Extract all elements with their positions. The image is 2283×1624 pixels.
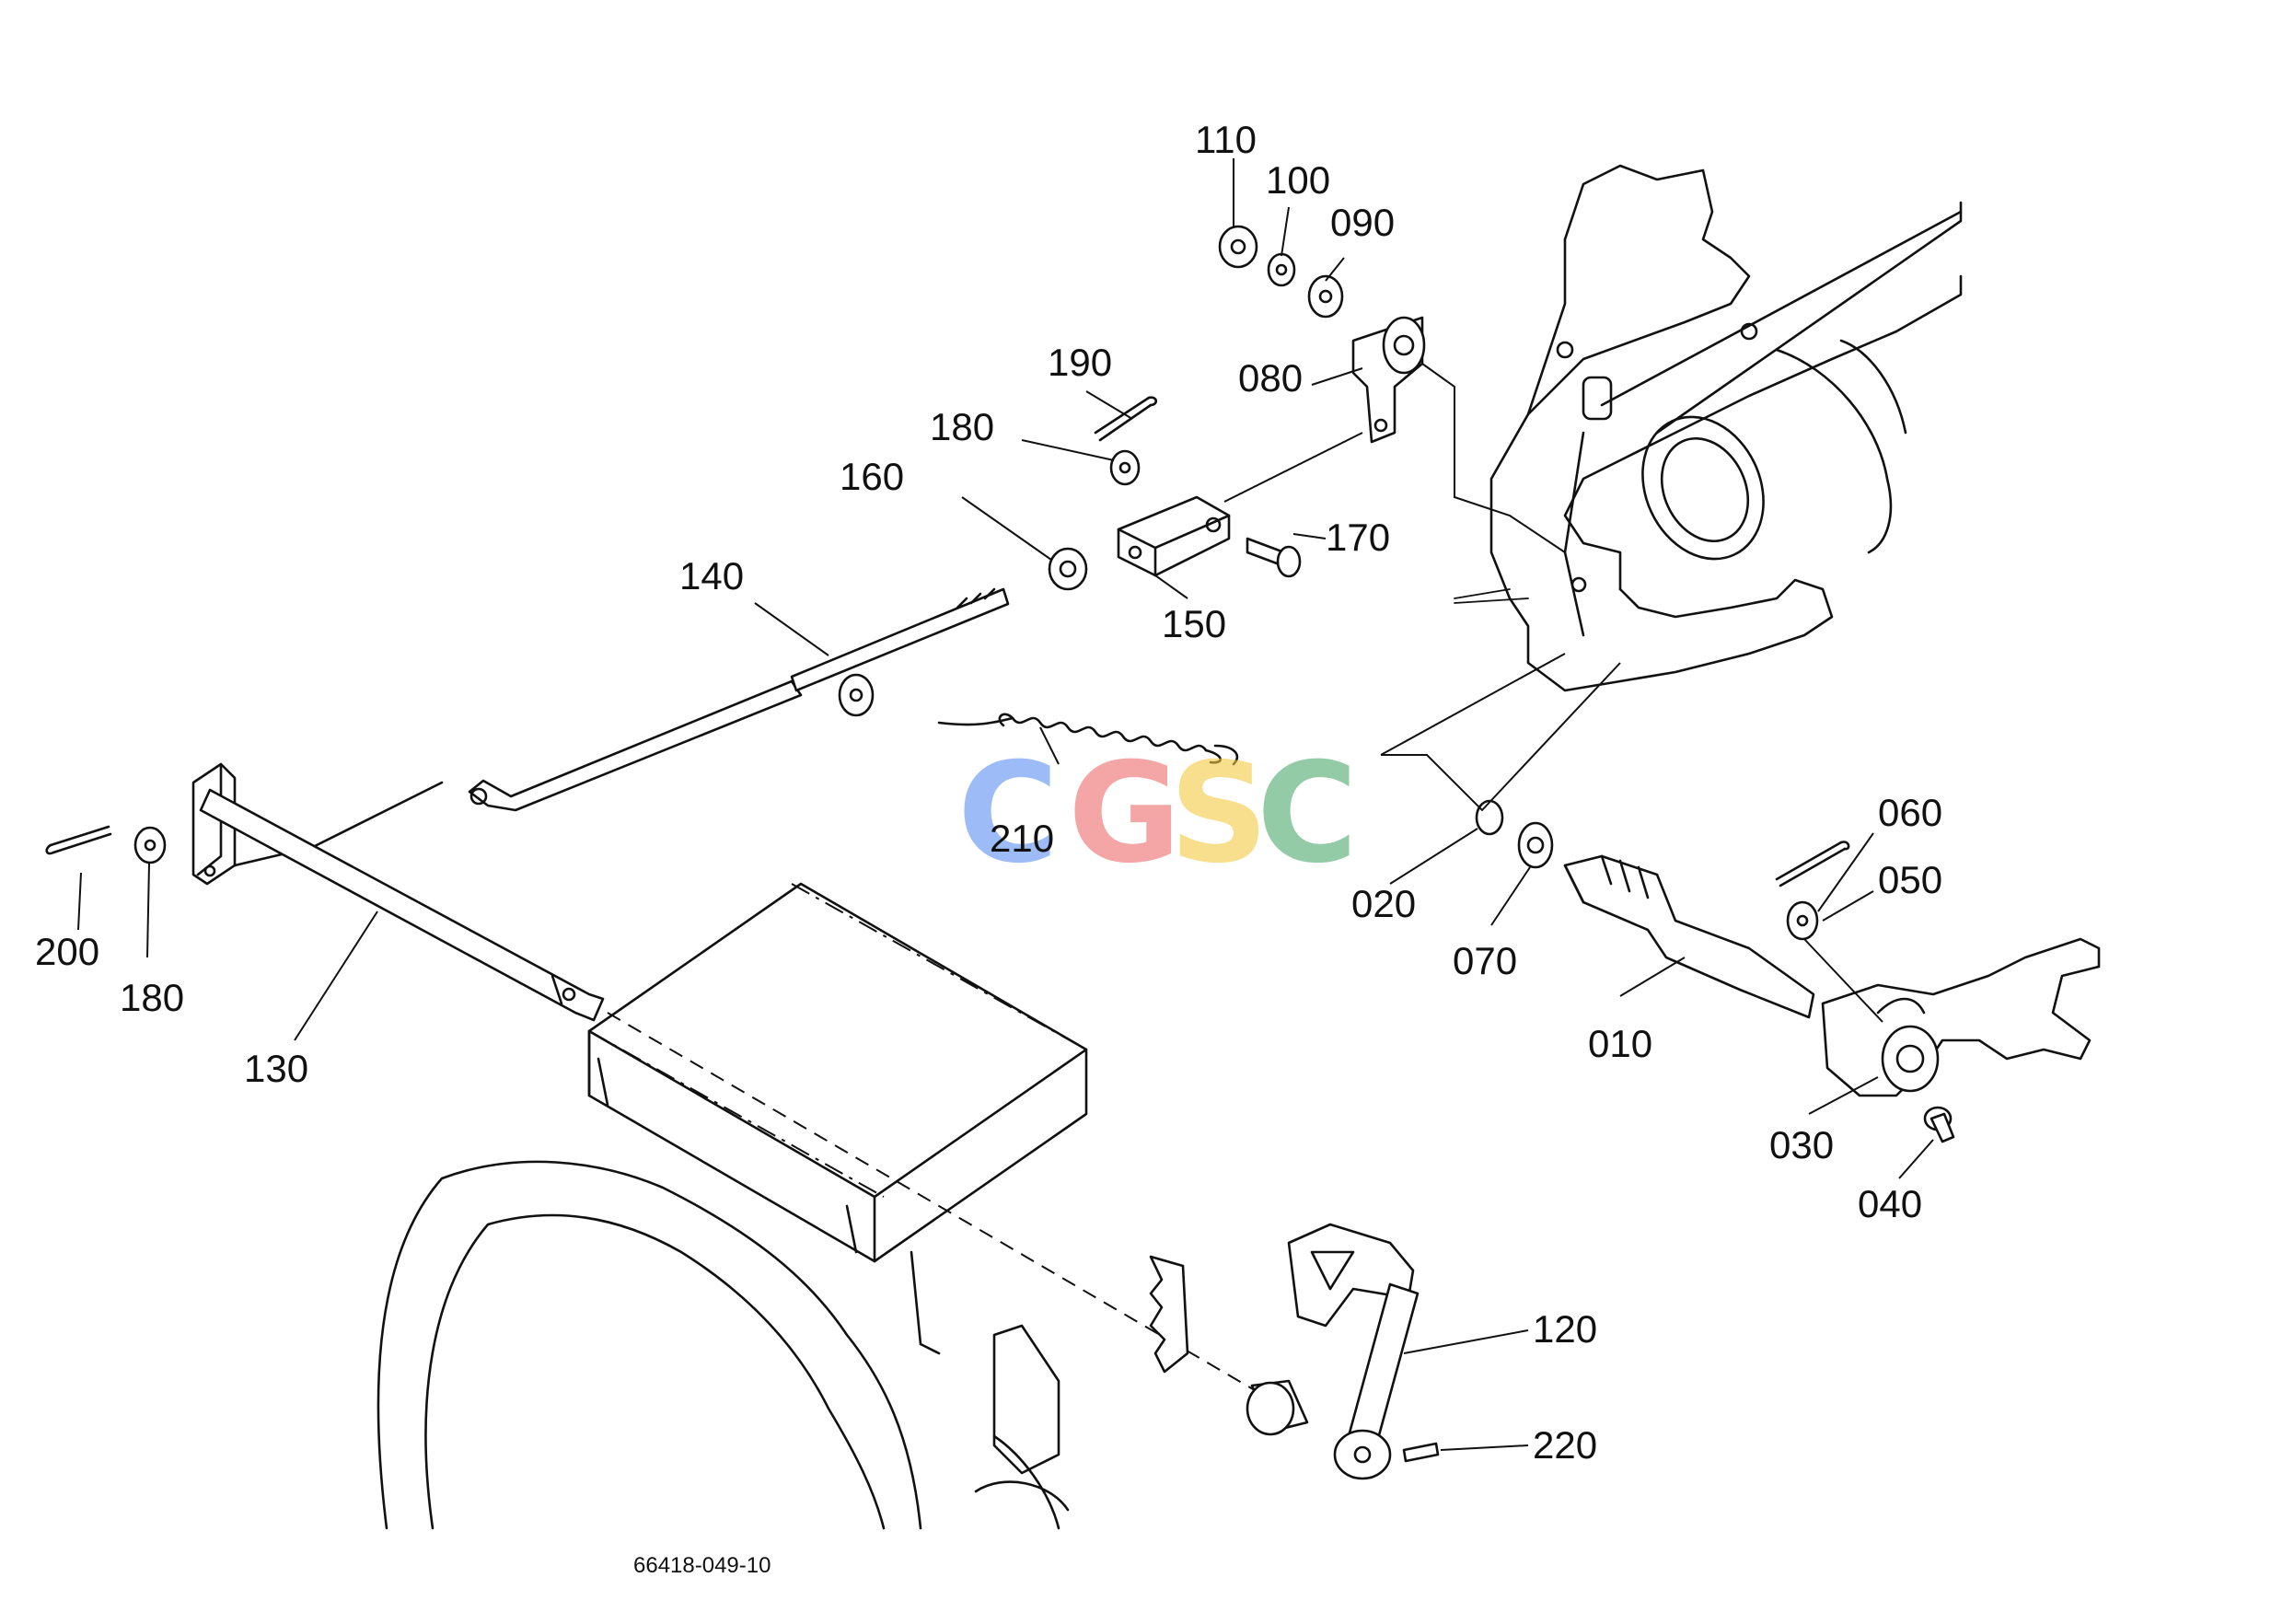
label-140: 140 [679,554,744,597]
part-220-pin [1402,1442,1440,1463]
notched-plate [1149,1255,1189,1374]
label-110: 110 [1195,118,1257,161]
handle-collar [1246,1379,1309,1436]
part-180-washer-upper [1109,449,1141,486]
part-030-fork [1821,937,2101,1097]
gear-case-housing [1454,164,1963,692]
part-180-washer-left [133,826,167,864]
label-180-upper: 180 [930,405,994,448]
label-120: 120 [1533,1307,1597,1351]
label-130: 130 [244,1047,308,1090]
part-080-arm [1351,316,1566,553]
label-100: 100 [1266,158,1330,202]
leader-lines [77,158,1934,1451]
part-110-nut [1218,225,1258,269]
part-050-washer [1786,900,1819,941]
label-090: 090 [1330,201,1395,244]
part-140-rod [468,587,1010,812]
drawing-code: 66418-049-10 [633,1553,771,1578]
part-020-oring [1475,799,1504,836]
part-190-cotter-pin [1094,396,1158,442]
part-010-shaft [1563,854,1815,1019]
label-220: 220 [1533,1423,1597,1467]
part-090-washer [1307,274,1344,319]
label-190: 190 [1048,341,1112,384]
part-200-cotter-pin [45,825,112,855]
label-040: 040 [1858,1182,1922,1225]
cgsc-watermark: C G S C [957,734,1358,894]
label-060: 060 [1878,791,1942,834]
label-050: 050 [1878,858,1942,901]
label-030: 030 [1769,1123,1834,1166]
watermark-letter-s: S [1169,734,1269,894]
part-150-yoke [1117,495,1231,577]
watermark-letter-c1: C [957,734,1059,894]
part-210-spring [937,713,1239,766]
part-100-lockwasher [1267,252,1296,287]
part-160-nut [1048,547,1088,591]
part-070-washer [1517,821,1554,869]
part-120-handle [1287,1223,1420,1480]
label-170: 170 [1326,516,1390,559]
transmission-cover [377,882,1088,1530]
label-070: 070 [1453,939,1517,982]
label-200: 200 [35,930,99,973]
part-170-pin [1246,537,1302,578]
label-150: 150 [1162,602,1226,645]
part-210-washer [838,673,875,717]
part-labels: 110 100 090 080 190 180 160 170 150 140 … [35,118,1942,1467]
assembly-line-case [1381,662,1621,812]
label-020: 020 [1351,882,1416,925]
part-130-shaft [191,762,605,1022]
assembly-line-lever [607,1012,1271,1400]
label-080: 080 [1238,356,1303,400]
label-160: 160 [840,455,904,498]
label-180-left: 180 [120,976,184,1019]
part-040-bolt [1923,1106,1955,1143]
label-210: 210 [990,817,1054,860]
watermark-letter-c2: C [1257,734,1358,894]
watermark-letter-g: G [1068,734,1181,894]
part-060-cotter-pin [1775,841,1883,1023]
label-010: 010 [1588,1022,1652,1065]
